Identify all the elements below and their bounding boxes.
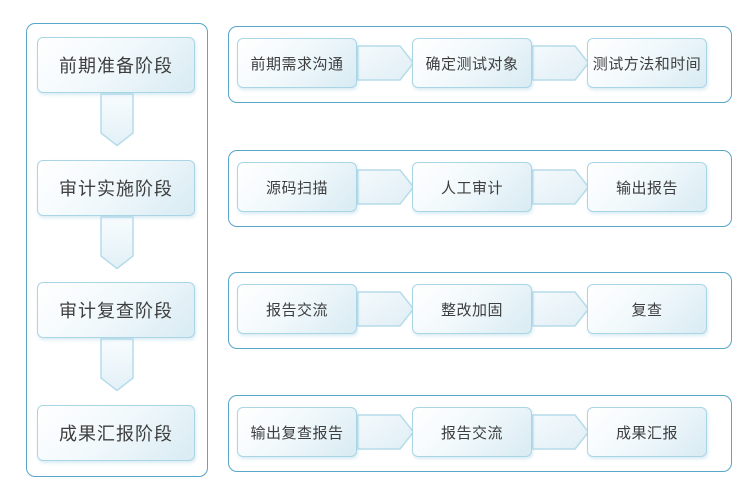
- step-label: 报告交流: [440, 424, 503, 442]
- step-label: 前期需求沟通: [250, 55, 344, 73]
- step-label: 测试方法和时间: [592, 55, 702, 73]
- arrow-down-icon: [100, 93, 134, 147]
- step-box: 报告交流: [412, 407, 532, 457]
- phase-label: 审计复查阶段: [59, 301, 173, 321]
- phase-label: 前期准备阶段: [59, 56, 173, 76]
- step-box: 前期需求沟通: [237, 38, 357, 88]
- step-label: 源码扫描: [265, 179, 328, 197]
- step-box: 整改加固: [412, 284, 532, 334]
- step-label: 成果汇报: [615, 424, 678, 442]
- step-box: 成果汇报: [587, 407, 707, 457]
- phase-box: 成果汇报阶段: [37, 405, 195, 461]
- step-label: 报告交流: [265, 301, 328, 319]
- phase-box: 审计实施阶段: [37, 160, 195, 216]
- step-box: 复查: [587, 284, 707, 334]
- process-row: 报告交流 整改加固 复查: [228, 272, 732, 349]
- step-box: 确定测试对象: [412, 38, 532, 88]
- step-box: 源码扫描: [237, 162, 357, 212]
- step-label: 整改加固: [440, 301, 503, 319]
- phase-label: 成果汇报阶段: [59, 424, 173, 444]
- step-box: 输出报告: [587, 162, 707, 212]
- step-box: 报告交流: [237, 284, 357, 334]
- step-label: 输出复查报告: [250, 424, 344, 442]
- process-row: 前期需求沟通 确定测试对象 测试方法和时间: [228, 26, 732, 103]
- arrow-right-icon: [357, 169, 415, 205]
- phase-column-panel: 前期准备阶段 审计实施阶段 审计复查阶段 成果汇报阶段: [26, 23, 208, 477]
- arrow-right-icon: [532, 291, 590, 327]
- step-box: 测试方法和时间: [587, 38, 707, 88]
- arrow-right-icon: [532, 169, 590, 205]
- arrow-right-icon: [532, 414, 590, 450]
- step-box: 人工审计: [412, 162, 532, 212]
- step-label: 输出报告: [615, 179, 678, 197]
- step-box: 输出复查报告: [237, 407, 357, 457]
- arrow-right-icon: [357, 291, 415, 327]
- step-label: 人工审计: [440, 179, 503, 197]
- arrow-right-icon: [532, 45, 590, 81]
- phase-box: 审计复查阶段: [37, 282, 195, 338]
- arrow-down-icon: [100, 338, 134, 392]
- process-row: 源码扫描 人工审计 输出报告: [228, 150, 732, 227]
- arrow-right-icon: [357, 45, 415, 81]
- phase-label: 审计实施阶段: [59, 179, 173, 199]
- step-label: 复查: [631, 301, 663, 319]
- process-row: 输出复查报告 报告交流 成果汇报: [228, 395, 732, 472]
- step-label: 确定测试对象: [425, 55, 519, 73]
- arrow-down-icon: [100, 216, 134, 270]
- arrow-right-icon: [357, 414, 415, 450]
- phase-box: 前期准备阶段: [37, 37, 195, 93]
